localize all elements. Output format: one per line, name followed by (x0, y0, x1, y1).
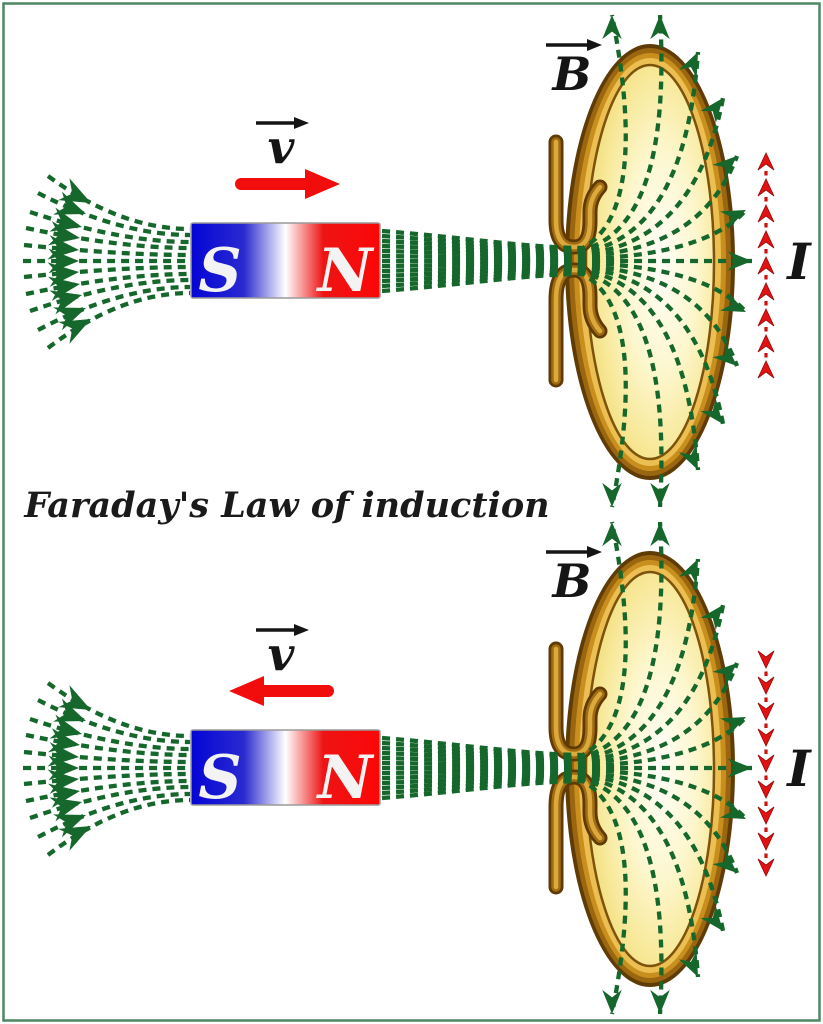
diagram-title: Faraday's Law of induction (23, 485, 549, 526)
current-arrows-down (758, 651, 774, 876)
panel-bottom (23, 522, 812, 1014)
panel-top (23, 15, 812, 507)
current-arrows-up (758, 153, 774, 378)
